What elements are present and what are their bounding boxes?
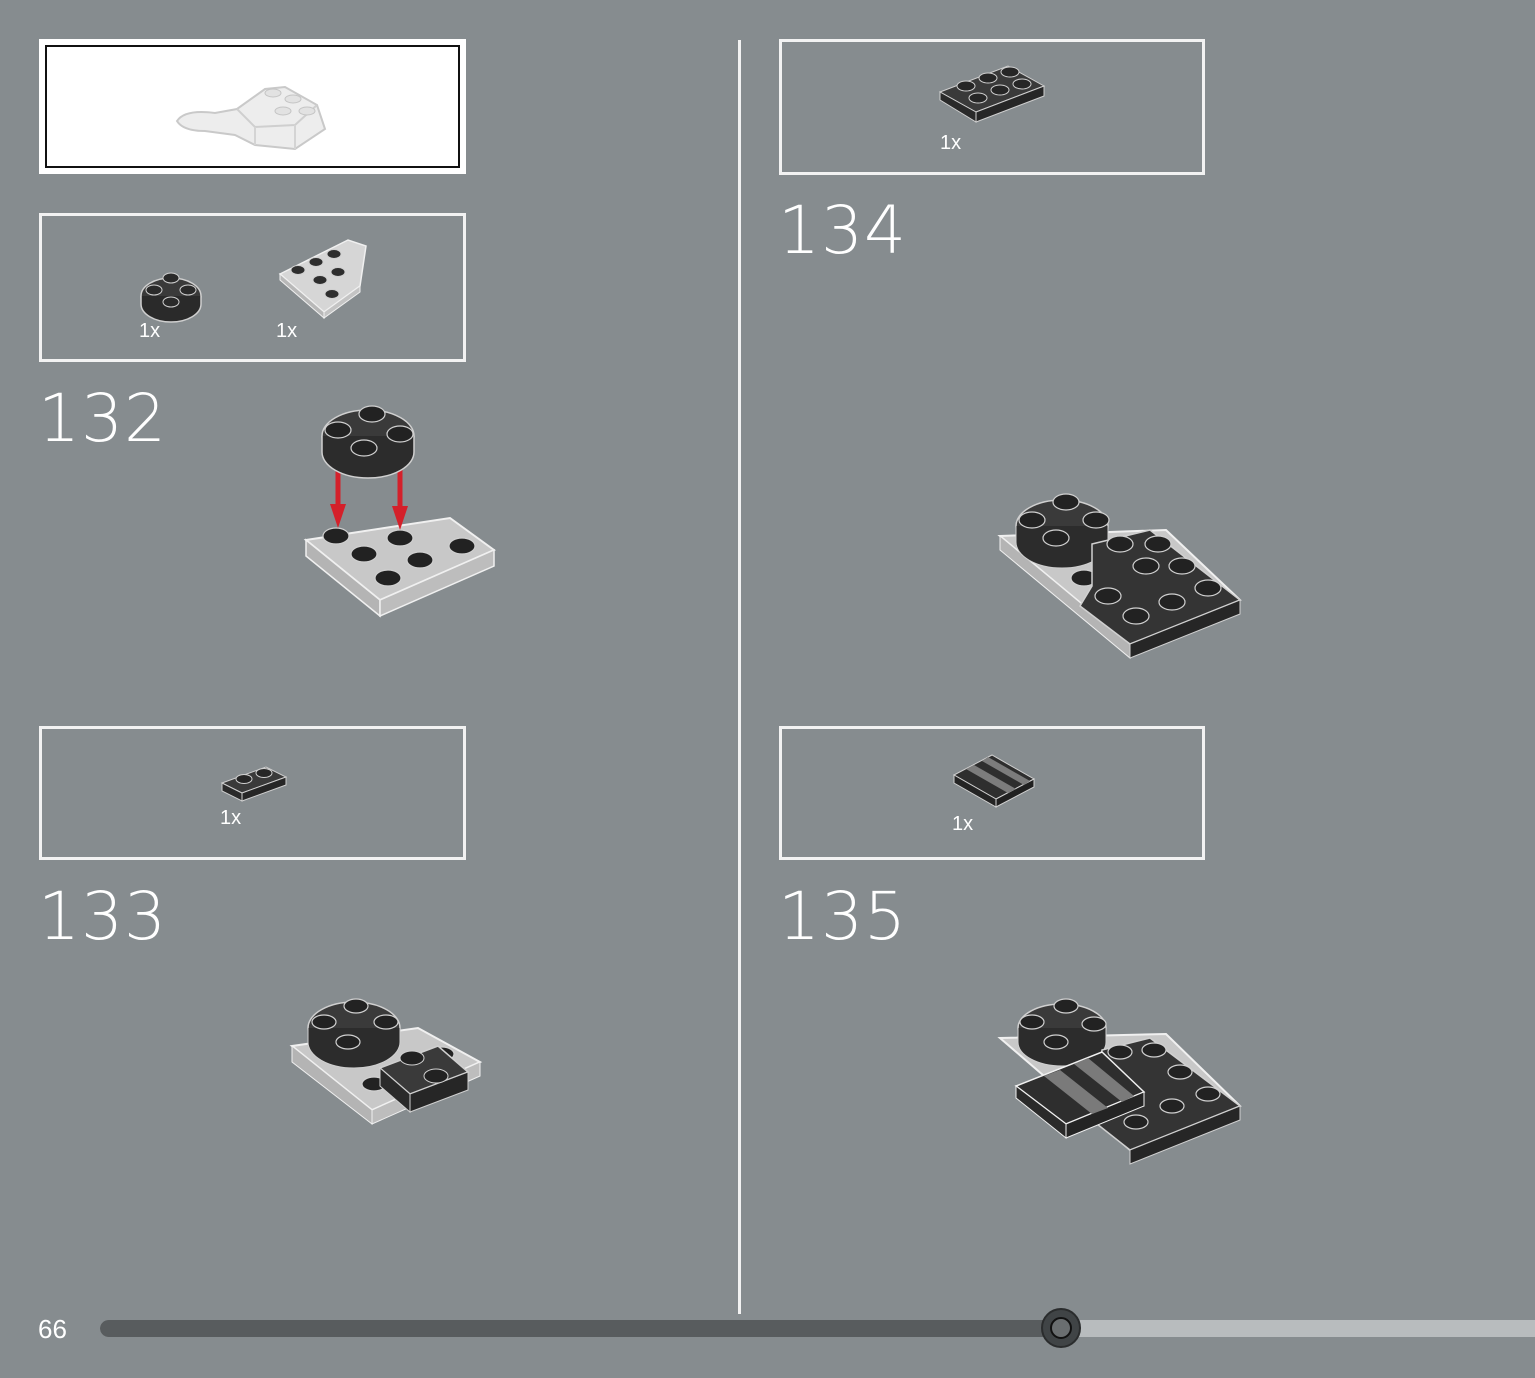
step-133-build-illustration	[289, 998, 483, 1126]
step-134-number: 134	[778, 192, 907, 269]
column-divider	[738, 40, 741, 1314]
step-134-parts-box: 1x	[779, 39, 1205, 175]
step-135-part-1-qty: 1x	[952, 813, 974, 835]
tile-2x2-striped-icon	[952, 754, 1036, 808]
step-135-parts-box: 1x	[779, 726, 1205, 860]
step-134-part-1-qty: 1x	[940, 132, 962, 154]
plate-2x3-icon	[938, 65, 1046, 123]
page-progress-handle[interactable]	[1041, 1308, 1081, 1348]
page-progress-fill	[100, 1320, 1061, 1337]
page-number: 66	[38, 1314, 67, 1344]
step-132-number: 132	[38, 380, 167, 457]
submodel-context-box	[39, 39, 466, 174]
step-133-parts-box: 1x	[39, 726, 466, 860]
page-progress-track[interactable]	[100, 1320, 1535, 1337]
wedge-plate-icon	[278, 239, 367, 320]
round-plate-2x2-icon	[140, 272, 202, 323]
step-132-part-1-qty: 1x	[139, 320, 161, 342]
submodel-context-frame	[45, 45, 460, 168]
step-133-number: 133	[38, 878, 167, 955]
step-132-parts-box: 1x 1x	[39, 213, 466, 362]
step-132-part-2-qty: 1x	[276, 320, 298, 342]
plate-1x2-icon	[220, 766, 288, 802]
step-135-build-illustration	[997, 998, 1242, 1165]
submodel-preview-icon	[175, 85, 327, 151]
step-135-number: 135	[778, 878, 907, 955]
step-132-build-illustration	[303, 405, 496, 618]
step-134-build-illustration	[997, 493, 1242, 660]
step-133-part-1-qty: 1x	[220, 807, 242, 829]
